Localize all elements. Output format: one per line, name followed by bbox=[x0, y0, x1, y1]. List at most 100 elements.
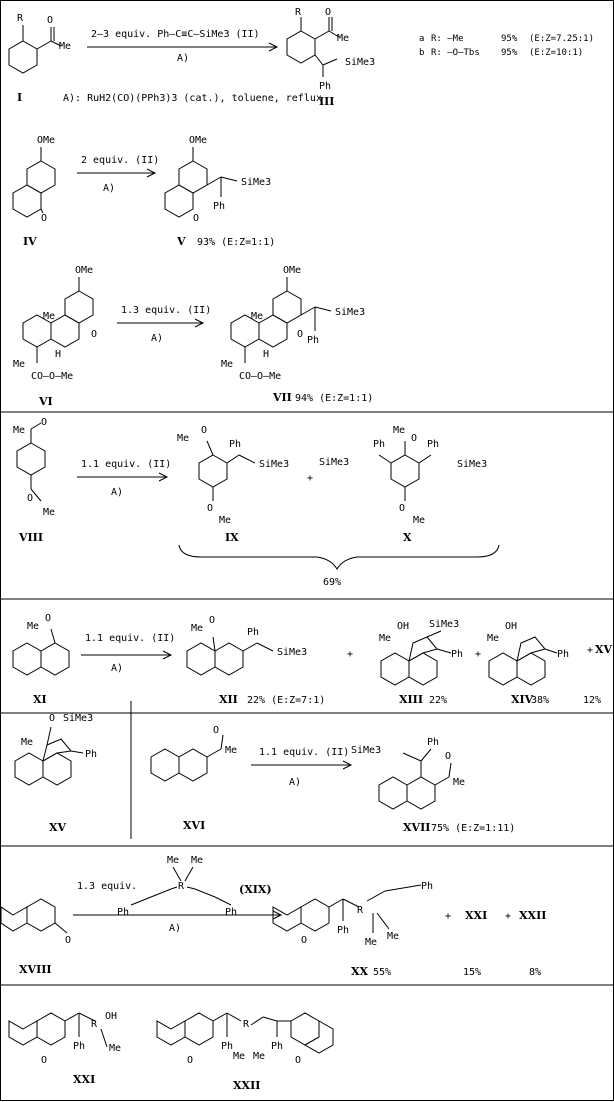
reagent-row1: 2–3 equiv. Ph—C≡C—SiMe3 (II) bbox=[91, 29, 260, 40]
text-label: O bbox=[445, 751, 451, 762]
text-label: + bbox=[445, 911, 451, 922]
text-label: Ph bbox=[229, 439, 241, 450]
compound-VII: OMe Ph SiMe3 Me Me H O CO—O—Me VII 94% (… bbox=[221, 265, 373, 404]
text-label: O bbox=[187, 1055, 193, 1066]
text-label: SiMe3 bbox=[63, 713, 93, 724]
text-label: SiMe3 bbox=[277, 647, 307, 658]
text-label: O bbox=[49, 713, 55, 724]
combined-yield: 69% bbox=[323, 577, 341, 588]
text-label: Me bbox=[21, 737, 33, 748]
compound-V: OMe Ph SiMe3 O V 93% (E:Z=1:1) bbox=[164, 135, 275, 248]
text-label: SiMe3 bbox=[351, 745, 381, 756]
text-label: Me bbox=[453, 777, 465, 788]
text-label: Ph bbox=[307, 335, 319, 346]
text-label: Me bbox=[379, 633, 391, 644]
text-label: Me bbox=[221, 359, 233, 370]
r-label: R bbox=[295, 7, 302, 18]
text-label: Me bbox=[167, 855, 179, 866]
arrow-row5: 1.1 equiv. (II) A) bbox=[81, 633, 175, 674]
text-label: IV bbox=[23, 235, 37, 248]
text-label: H bbox=[55, 349, 61, 360]
text-label: A) bbox=[103, 183, 115, 194]
text-label: XV bbox=[595, 643, 613, 656]
text-label: O bbox=[41, 417, 47, 428]
text-label: + bbox=[587, 645, 593, 656]
text-label: O bbox=[201, 425, 207, 436]
text-label: Me bbox=[43, 507, 55, 518]
text-label: (E:Z=10:1) bbox=[529, 48, 583, 58]
arrow-row1: 2–3 equiv. Ph—C≡C—SiMe3 (II) A) bbox=[87, 29, 279, 64]
text-label: Me bbox=[43, 311, 55, 322]
text-label: O bbox=[65, 935, 71, 946]
text-label: VIII bbox=[18, 531, 43, 544]
r-label: R bbox=[17, 13, 24, 24]
compound-XX: R Ph Me Me Ph O XX 55% bbox=[272, 881, 433, 978]
o-label: O bbox=[47, 15, 53, 26]
text-label: XXII bbox=[233, 1079, 260, 1092]
text-label: O bbox=[213, 725, 219, 736]
text-label: SiMe3 bbox=[429, 619, 459, 630]
arrow-row3: 1.3 equiv. (II) A) bbox=[117, 305, 211, 344]
text-label: Ph bbox=[221, 1041, 233, 1052]
arrow-row6: 1.1 equiv. (II) A) bbox=[251, 747, 353, 788]
text-label: X bbox=[403, 531, 412, 544]
arrow-row7: 1.3 equiv. A) R Me Me Ph Ph (XIX) bbox=[73, 855, 283, 934]
text-label: XIII bbox=[399, 693, 423, 706]
text-label: XVII bbox=[403, 821, 430, 834]
text-label: b bbox=[419, 48, 424, 58]
text-label: OH bbox=[505, 621, 517, 632]
text-label: XX bbox=[351, 965, 369, 978]
text-label: A) bbox=[151, 333, 163, 344]
text-label: Ph bbox=[85, 749, 97, 760]
text-label: O bbox=[297, 329, 303, 340]
text-label: O bbox=[399, 503, 405, 514]
text-label: Me bbox=[251, 311, 263, 322]
me-label: Me bbox=[337, 33, 349, 44]
text-label: R bbox=[91, 1019, 98, 1030]
text-label: 1.1 equiv. (II) bbox=[259, 747, 349, 758]
text-label: A) bbox=[111, 663, 123, 674]
text-label: OMe bbox=[189, 135, 207, 146]
text-label: OMe bbox=[75, 265, 93, 276]
text-label: 55% bbox=[373, 967, 391, 978]
text-label: XII bbox=[219, 693, 238, 706]
text-label: Me bbox=[413, 515, 425, 526]
text-label: O bbox=[193, 213, 199, 224]
text-label: 1.1 equiv. (II) bbox=[81, 459, 171, 470]
compound-label-III: III bbox=[319, 95, 334, 108]
text-label: Me bbox=[191, 855, 203, 866]
compound-XXII: R Ph Ph Me Me O O XXII bbox=[156, 1012, 334, 1092]
text-label: 8% bbox=[529, 967, 541, 978]
text-label: Ph bbox=[373, 439, 385, 450]
compound-III: R O Me Ph SiMe3 III bbox=[286, 7, 375, 108]
text-label: 75% (E:Z=1:11) bbox=[431, 823, 515, 834]
text-label: XV bbox=[49, 821, 67, 834]
text-label: Ph bbox=[421, 881, 433, 892]
text-label: Me bbox=[487, 633, 499, 644]
text-label: O bbox=[207, 503, 213, 514]
text-label: OMe bbox=[283, 265, 301, 276]
text-label: V bbox=[176, 235, 186, 248]
compound-IX: Me O Ph SiMe3 O Me IX bbox=[177, 425, 289, 544]
compound-XI: Me O XI bbox=[12, 613, 70, 706]
compound-VI: OMe Me Me H O CO—O—Me VI bbox=[13, 265, 97, 408]
text-label: Me bbox=[225, 745, 237, 756]
text-label: CO—O—Me bbox=[239, 371, 281, 382]
text-label: Ph bbox=[213, 201, 225, 212]
compound-XVII: SiMe3 Ph O Me XVII 75% (E:Z=1:11) bbox=[351, 737, 515, 834]
text-label: A) bbox=[111, 487, 123, 498]
text-label: Ph bbox=[451, 649, 463, 660]
text-label: Me bbox=[109, 1043, 121, 1054]
text-label: Ph bbox=[73, 1041, 85, 1052]
text-label: O bbox=[41, 1055, 47, 1066]
text-label: XI bbox=[33, 693, 47, 706]
text-label: O bbox=[45, 613, 51, 624]
o-label: O bbox=[325, 7, 331, 18]
text-label: SiMe3 bbox=[457, 459, 487, 470]
text-label: VII bbox=[272, 391, 292, 404]
compound-IV: OMe O IV bbox=[12, 135, 56, 248]
text-label: Me bbox=[233, 1051, 245, 1062]
text-label: Me bbox=[13, 359, 25, 370]
